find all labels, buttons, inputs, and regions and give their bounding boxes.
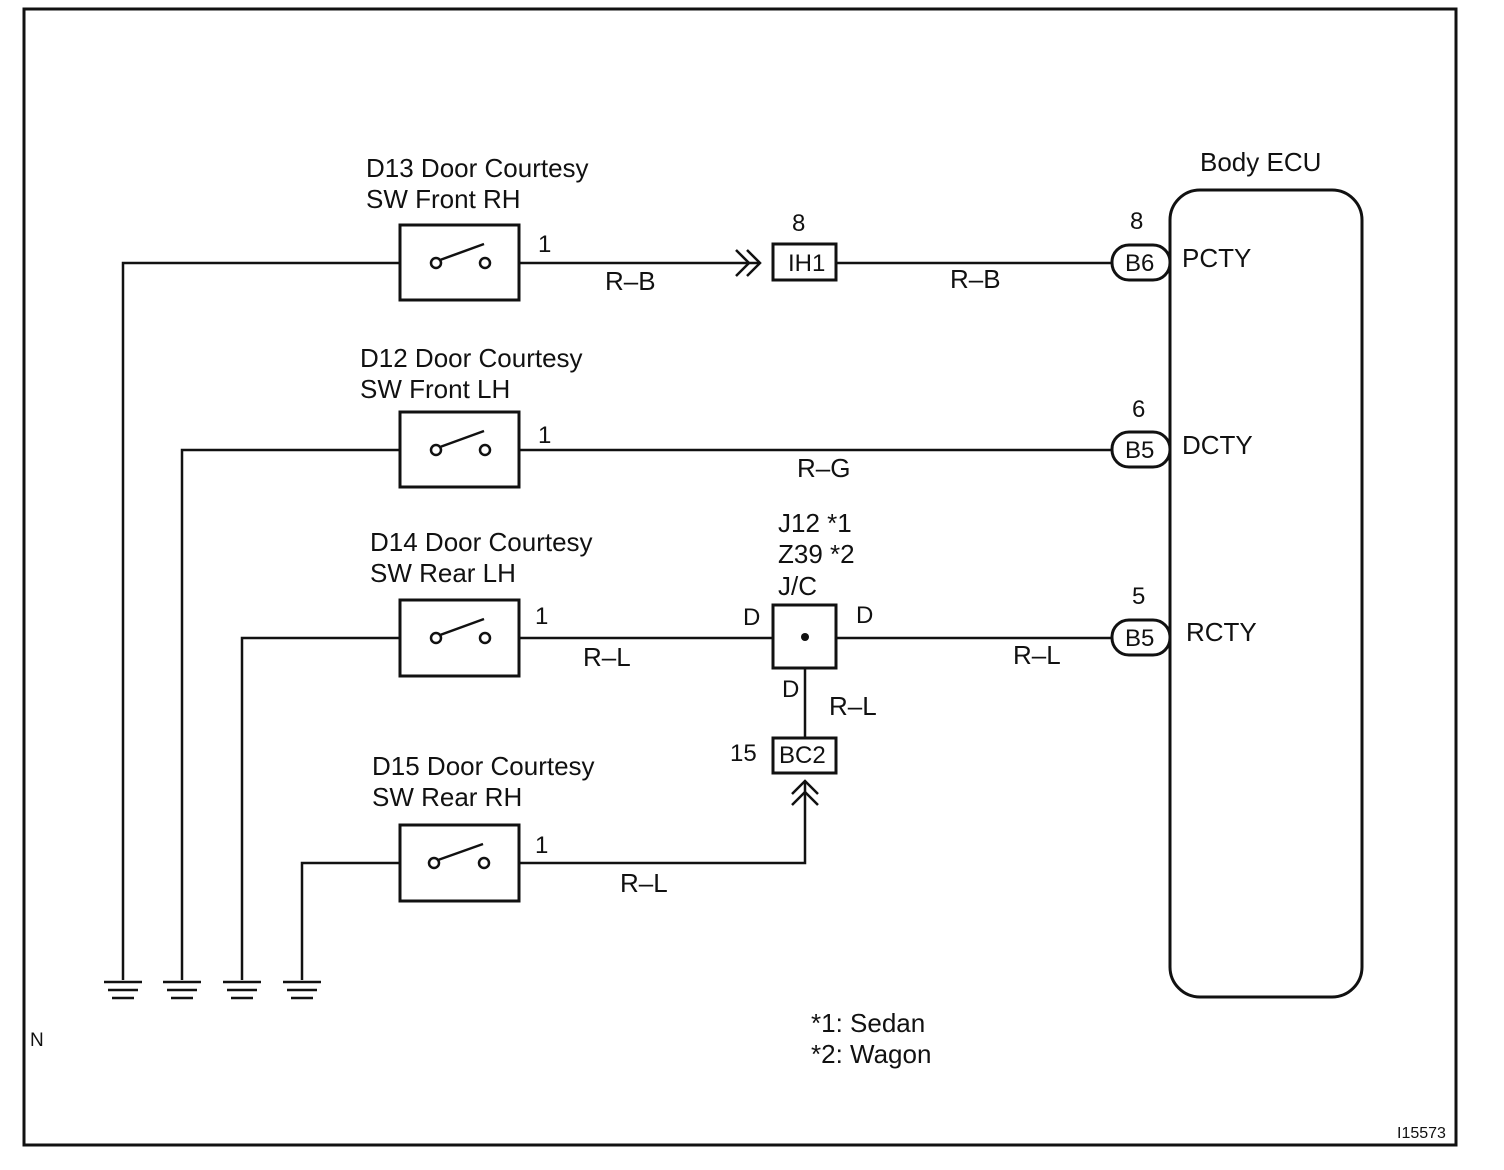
wire-color-label: R–L [1013,640,1061,670]
switch-d12-label-line2: SW Front LH [360,374,510,404]
ecu-terminal-pin: 6 [1132,396,1145,423]
note-sedan: *1: Sedan [811,1008,925,1038]
switch-d13-label-line2: SW Front RH [366,184,521,214]
switch-d13-pin: 1 [538,231,551,258]
junction-pin-bottom: D [782,676,799,703]
junction-label-line1: J12 *1 [778,508,852,538]
connector-bc2: 15 BC2 [730,736,838,806]
corner-mark: N [30,1030,44,1051]
note-wagon: *2: Wagon [811,1039,931,1069]
ecu-connector-name: B5 [1125,437,1154,464]
wire-color-label: R–G [797,453,850,483]
ecu-terminal-name: RCTY [1186,617,1257,647]
switch-d14-label-line1: D14 Door Courtesy [370,527,593,557]
ground-symbol [104,980,142,1000]
ecu-terminal-pin: 8 [1130,208,1143,235]
connector-bc2-pin: 15 [730,740,757,767]
ecu-connector-name: B5 [1125,625,1154,652]
ecu-terminal-rcty: 5 B5 RCTY [1110,583,1257,657]
connector-bc2-box [771,736,838,775]
wire-color-label: R–B [950,264,1001,294]
switch-d13-contact-symbol [429,242,492,270]
body-ecu-title: Body ECU [1200,147,1321,177]
ecu-terminal-pcty: 8 B6 PCTY [1110,208,1251,282]
wire-d12-to-b5: R–G [519,448,1112,483]
wire-ih1-to-b6: R–B [836,261,1112,294]
junction-pin-left: D [743,604,760,631]
switch-d14-label-line2: SW Rear LH [370,558,516,588]
connector-ih1-name: IH1 [788,250,825,277]
switch-d12-pin: 1 [538,422,551,449]
diagram-frame [22,7,1458,1147]
ground-symbol [283,980,321,1000]
wire-color-label: R–L [620,868,668,898]
switch-d12-box [398,410,521,489]
switch-d15-pin: 1 [535,832,548,859]
wire-d14-to-junction: R–L [519,636,773,672]
body-ecu: Body ECU 8 B6 PCTY 6 B5 DCTY 5 B5 RCTY [1110,147,1364,999]
ecu-connector-name: B6 [1125,250,1154,277]
figure-id: I15573 [1397,1125,1446,1142]
switch-d15-contact-symbol [427,842,491,870]
connector-ih1: 8 IH1 [735,210,838,282]
switch-d13-label-line1: D13 Door Courtesy [366,153,589,183]
switch-d15: D15 Door Courtesy SW Rear RH 1 [372,751,595,903]
junction-label-line2: Z39 *2 [778,539,855,569]
switch-d12-label-line1: D12 Door Courtesy [360,343,583,373]
body-ecu-box [1168,188,1364,999]
connector-ih1-pin: 8 [792,210,805,237]
ecu-connector-oval [1110,243,1172,282]
ecu-terminal-pin: 5 [1132,583,1145,610]
wire-junction-to-bc2: R–L [803,668,877,738]
wire-color-label: R–L [829,691,877,721]
switch-d15-label-line1: D15 Door Courtesy [372,751,595,781]
junction-pin-right: D [856,602,873,629]
wire-color-label: R–B [605,266,656,296]
switch-d14-box [398,598,521,678]
switch-d13: D13 Door Courtesy SW Front RH 1 [366,153,589,302]
switch-d12: D12 Door Courtesy SW Front LH 1 [360,343,583,489]
switch-d13-box [398,223,521,302]
junction-label-line3: J/C [778,571,817,601]
switch-d14: D14 Door Courtesy SW Rear LH 1 [370,527,593,678]
switch-d14-pin: 1 [535,603,548,630]
ecu-connector-oval [1110,618,1172,657]
ecu-terminal-name: DCTY [1182,430,1253,460]
connector-bc2-name: BC2 [779,742,826,769]
switch-d14-contact-symbol [429,617,492,645]
ecu-terminal-name: PCTY [1182,243,1251,273]
ecu-connector-oval [1110,430,1172,469]
wire-junction-to-b5: R–L [836,636,1112,670]
wire-color-label: R–L [583,642,631,672]
junction-dot [801,633,809,641]
ground-symbol [163,980,201,1000]
switch-d12-contact-symbol [429,429,492,457]
ground-symbol [223,980,261,1000]
junction-connector: J12 *1 Z39 *2 J/C D D D [743,508,873,703]
ecu-terminal-dcty: 6 B5 DCTY [1110,396,1253,469]
switch-d15-label-line2: SW Rear RH [372,782,522,812]
switch-d15-box [398,823,521,903]
wire-d13-to-ih1: R–B [519,261,760,296]
ground-wires [121,261,400,980]
wire-d15-to-bc2: R–L [519,781,807,898]
